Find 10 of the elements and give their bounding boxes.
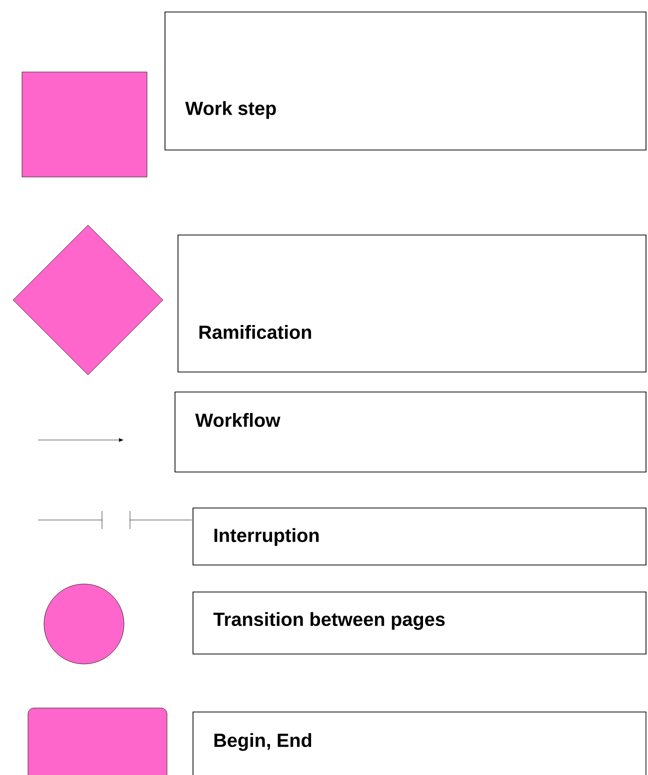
square (22, 72, 148, 178)
diamond-shape (12, 224, 164, 376)
label-box: Ramification (178, 234, 646, 372)
label-box: Transition between pages (192, 592, 646, 654)
rounded-rectangle (28, 708, 168, 775)
label-box: Interruption (192, 508, 646, 566)
circle-shape (44, 584, 124, 664)
label-box: Begin, End (192, 712, 646, 775)
label-box: Workflow (174, 392, 646, 472)
label-box: Work step (164, 12, 646, 150)
